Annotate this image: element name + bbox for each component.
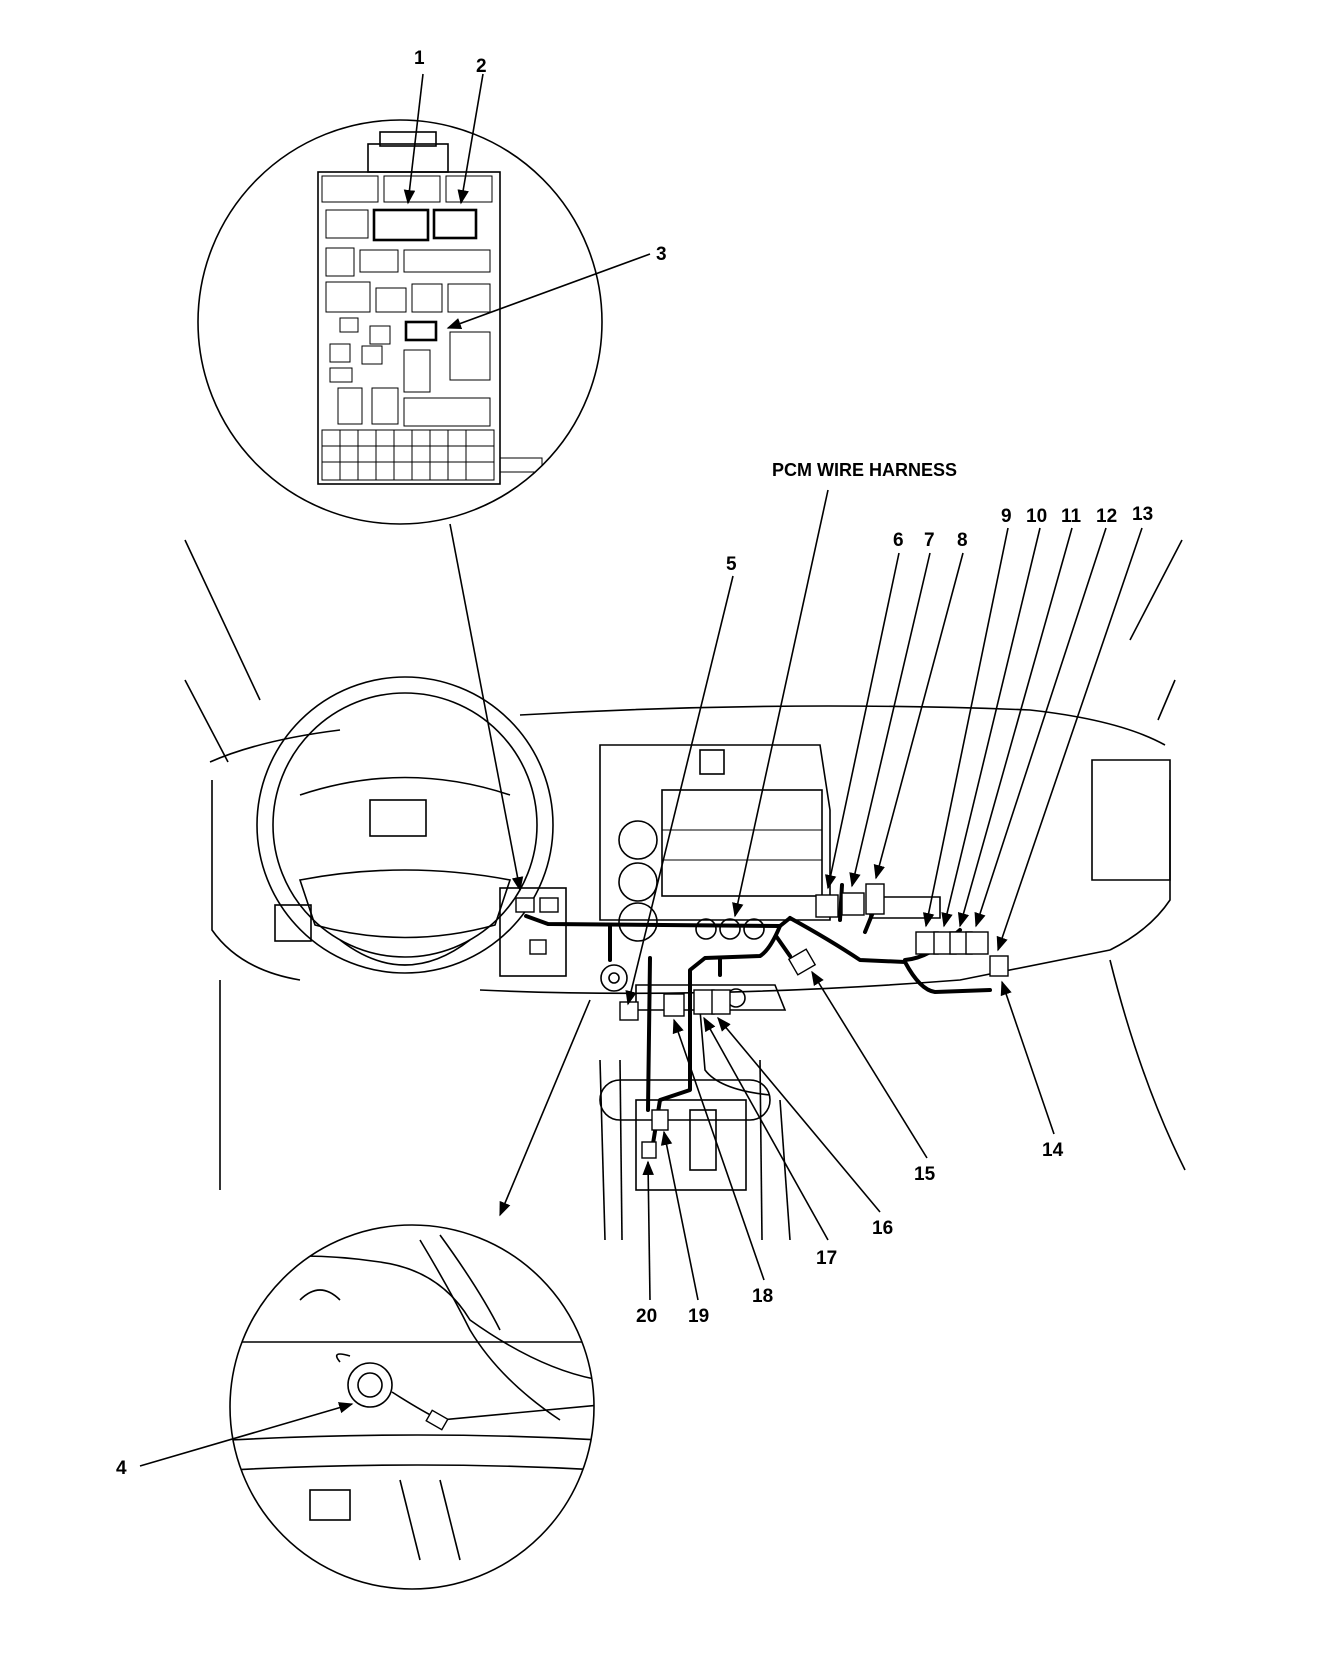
- connector-1-outline: [372, 208, 430, 242]
- connector-7: [841, 892, 865, 916]
- callout-5: 5: [726, 554, 737, 575]
- callout-11: 11: [1061, 506, 1082, 527]
- callout-16: 16: [872, 1218, 893, 1239]
- connector-8: [865, 883, 885, 915]
- ground-bolt-inset: [229, 1224, 595, 1590]
- callout-12: 12: [1096, 506, 1117, 527]
- callout-19: 19: [688, 1306, 709, 1327]
- center-stack: [599, 744, 941, 1241]
- steering-wheel: [256, 676, 554, 974]
- connector-13: [989, 955, 1009, 977]
- callout-4: 4: [116, 1458, 127, 1479]
- callout-2: 2: [476, 56, 487, 77]
- pcm-wire-harness: [524, 883, 1009, 1159]
- ground-bolt: [600, 964, 628, 992]
- callout-6: 6: [893, 530, 904, 551]
- callout-13: 13: [1132, 504, 1153, 525]
- callout-15: 15: [914, 1164, 936, 1185]
- callout-14: 14: [1042, 1140, 1064, 1161]
- connector-18: [663, 993, 685, 1017]
- dashboard-outline: [184, 539, 1186, 1190]
- callout-9: 9: [1001, 506, 1012, 527]
- connector-16: [693, 989, 715, 1015]
- connector-2-outline: [432, 208, 478, 240]
- callout-18: 18: [752, 1286, 773, 1307]
- callout-3: 3: [656, 244, 667, 265]
- callout-10: 10: [1026, 506, 1047, 527]
- pcm-wire-harness-label: PCM WIRE HARNESS: [772, 460, 957, 480]
- under-dash-fuse-box: [317, 131, 543, 485]
- relay-box: [499, 887, 567, 977]
- connector-5: [619, 1001, 639, 1021]
- callout-17: 17: [816, 1248, 837, 1269]
- callout-20: 20: [636, 1306, 657, 1327]
- callout-8: 8: [957, 530, 968, 551]
- connector-12: [965, 931, 989, 955]
- connector-20: [641, 1141, 657, 1159]
- callout-1: 1: [414, 48, 425, 69]
- callout-7: 7: [924, 530, 935, 551]
- leader-lines: [139, 73, 1143, 1467]
- connector-3-outline: [404, 320, 438, 342]
- connector-19: [651, 1109, 669, 1131]
- connector-17: [711, 989, 731, 1015]
- connector-6: [815, 894, 839, 918]
- fuse-box-inset: [197, 119, 603, 525]
- connector-15: [787, 948, 817, 976]
